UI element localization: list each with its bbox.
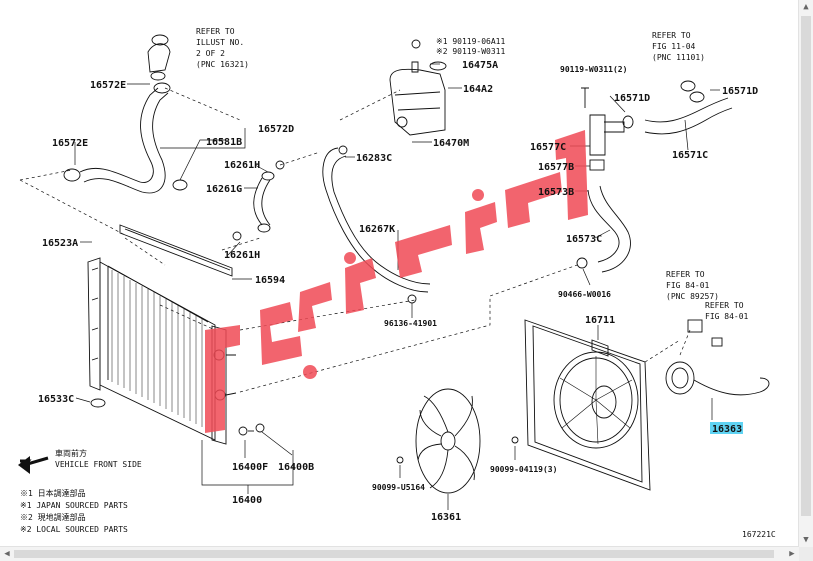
part-label-16594[interactable]: 16594 [255,275,285,286]
svg-text:(PNC 16321): (PNC 16321) [196,60,249,69]
solid-leaders [74,63,720,510]
dashed-leaders [19,87,691,393]
vertical-scrollbar[interactable]: ▲ ▼ [798,0,813,547]
svg-text:(PNC 89257): (PNC 89257) [666,292,719,301]
part-label-16572E-clamp[interactable]: 16572E [52,138,88,149]
part-label-16533C[interactable]: 16533C [38,394,74,405]
part-label-16267K[interactable]: 16267K [359,224,395,235]
part-label-90099-U5164[interactable]: 90099-U5164 [372,483,425,492]
refer-note-illust: REFER TO ILLUST NO. 2 OF 2 (PNC 16321) [196,27,249,69]
vehicle-front-arrow [18,456,49,474]
part-label-16283C[interactable]: 16283C [356,153,392,164]
part-label-16571D-right[interactable]: 16571D [722,86,758,97]
reserve-tank [389,39,447,136]
legend: 車両前方 VEHICLE FRONT SIDE ※1 日本調達部品 ※1 JAP… [20,448,142,534]
part-label-16577B[interactable]: 16577B [538,162,574,173]
legend-line-3: ※2 現地調達部品 [20,512,86,522]
refer-note-fig-11-04: REFER TO FIG 11-04 (PNC 11101) [652,31,705,62]
part-label-16400F[interactable]: 16400F [232,462,268,473]
part-label-16571D[interactable]: 16571D [614,93,650,104]
svg-text:(PNC 11101): (PNC 11101) [652,53,705,62]
outlet-hoses [576,80,733,273]
part-label-16573C[interactable]: 16573C [566,234,602,245]
svg-text:REFER TO: REFER TO [652,31,691,40]
scroll-corner [799,547,813,561]
svg-text:REFER TO: REFER TO [705,301,744,310]
svg-text:※2 90119-W0311: ※2 90119-W0311 [436,47,506,56]
scroll-right-icon[interactable]: ▶ [789,549,795,559]
svg-text:REFER TO: REFER TO [666,270,705,279]
part-label-16261H[interactable]: 16261H [224,160,260,171]
part-label-90119-W0311[interactable]: 90119-W0311(2) [560,65,627,74]
highlight-16363 [710,422,743,434]
vehicle-front-en: VEHICLE FRONT SIDE [55,460,142,469]
part-label-16572E[interactable]: 16572E [90,80,126,91]
part-label-16577C[interactable]: 16577C [530,142,566,153]
legend-line-1: ※1 日本調達部品 [20,488,86,498]
svg-text:REFER TO: REFER TO [196,27,235,36]
part-label-90466-W0016[interactable]: 90466-W0016 [558,290,611,299]
svg-text:2 OF 2: 2 OF 2 [196,49,225,58]
reserve-hose [232,160,285,241]
part-label-16711[interactable]: 16711 [585,315,615,326]
horizontal-scrollbar[interactable]: ◀ ▶ [0,546,799,561]
part-label-164A2[interactable]: 164A2 [463,84,493,95]
refer-note-fig-84-01-b: REFER TO FIG 84-01 [705,301,749,321]
svg-text:FIG 84-01: FIG 84-01 [666,281,710,290]
figure-code: 167221C [742,530,776,539]
scroll-left-icon[interactable]: ◀ [4,549,10,559]
part-label-16470M[interactable]: 16470M [433,138,469,149]
fan-blade [396,388,519,494]
svg-text:FIG 84-01: FIG 84-01 [705,312,749,321]
vertical-scroll-thumb[interactable] [801,16,811,516]
part-label-90099-04119[interactable]: 90099-04119(3) [490,465,557,474]
scroll-down-icon[interactable]: ▼ [803,535,809,545]
part-label-16400B[interactable]: 16400B [278,462,314,473]
svg-text:ILLUST NO.: ILLUST NO. [196,38,244,47]
legend-line-4: ※2 LOCAL SOURCED PARTS [20,525,128,534]
watermark [205,130,588,433]
part-label-16573B[interactable]: 16573B [538,187,574,198]
parts-diagram: 16572E 16572E 16572D 16581B 16261H 16261… [18,27,776,539]
part-label-96136-41901[interactable]: 96136-41901 [384,319,437,328]
fan-shroud [524,319,770,491]
scroll-up-icon[interactable]: ▲ [803,2,809,12]
refer-note-fig-84-01-a: REFER TO FIG 84-01 (PNC 89257) [666,270,719,301]
upper-hose [63,34,188,194]
part-label-16361[interactable]: 16361 [431,512,461,523]
svg-text:※1 90119-06A11: ※1 90119-06A11 [436,37,506,46]
legend-line-2: ※1 JAPAN SOURCED PARTS [20,501,128,510]
part-label-16571C[interactable]: 16571C [672,150,708,161]
part-label-16363[interactable]: 16363 [712,424,742,435]
horizontal-scroll-thumb[interactable] [14,550,774,558]
vehicle-front-jp: 車両前方 [55,448,87,458]
svg-text:FIG 11-04: FIG 11-04 [652,42,696,51]
part-label-16581B[interactable]: 16581B [206,137,242,148]
part-label-16261G[interactable]: 16261G [206,184,242,195]
part-label-16475A[interactable]: 16475A [462,60,498,71]
bolt-callouts: ※1 90119-06A11 ※2 90119-W0311 [436,37,506,56]
part-label-16400[interactable]: 16400 [232,495,262,506]
part-label-16572D[interactable]: 16572D [258,124,294,135]
part-label-16523A[interactable]: 16523A [42,238,78,249]
part-label-16261H-lower[interactable]: 16261H [224,250,260,261]
